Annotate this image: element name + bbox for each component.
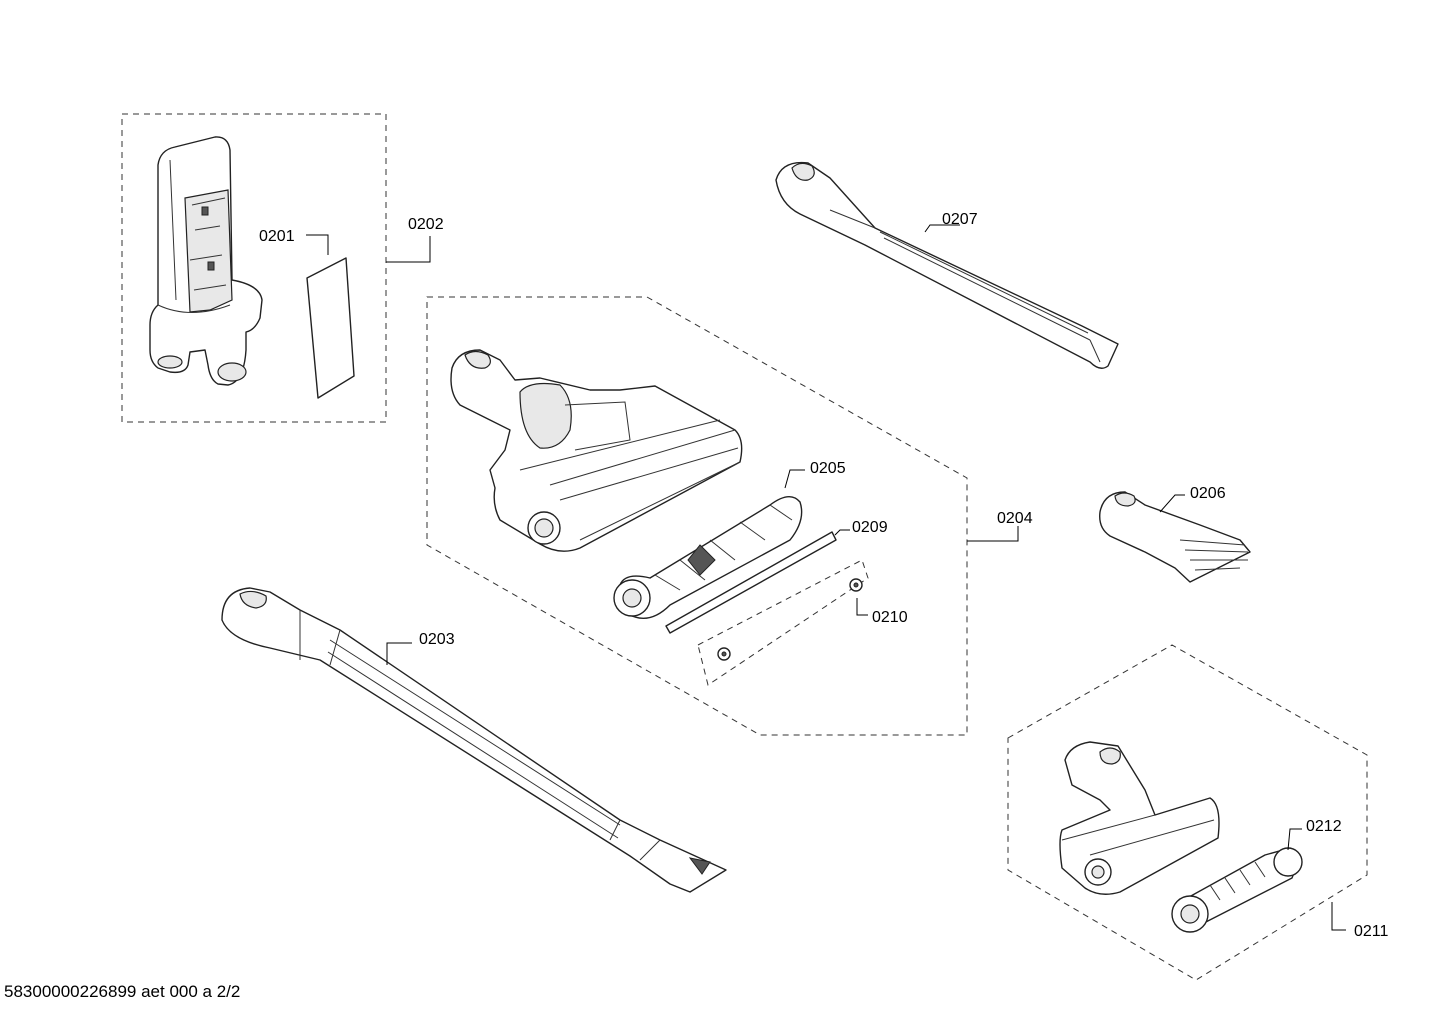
label-0205: 0205 <box>810 460 846 477</box>
label-0211: 0211 <box>1354 923 1389 940</box>
group-0204: 0205 0209 0210 0204 <box>426 296 1033 736</box>
leader-0212 <box>1287 828 1302 851</box>
leader-0210 <box>856 598 868 616</box>
part-0207: 0207 <box>775 161 1119 369</box>
extension-tube-0203-drawing <box>221 587 727 893</box>
group-0211-boundary <box>1007 644 1368 981</box>
leader-0209 <box>834 529 850 536</box>
screw-right-drawing <box>849 578 863 592</box>
part-0206: 0206 <box>1099 485 1251 583</box>
document-id: 58300000226899 aet 000 a 2/2 <box>4 982 241 1001</box>
label-0204: 0204 <box>997 510 1033 527</box>
label-0202: 0202 <box>408 216 444 233</box>
strip-0209-drawing <box>665 531 837 634</box>
adhesive-pad-drawing <box>306 257 355 399</box>
leader-0204 <box>967 526 1019 542</box>
leader-0201 <box>306 234 329 255</box>
screw-left-drawing <box>717 647 731 661</box>
label-0210: 0210 <box>872 609 908 626</box>
group-0204-boundary <box>426 296 968 736</box>
floor-nozzle-drawing <box>450 349 743 552</box>
leader-0203 <box>386 642 412 665</box>
label-0212: 0212 <box>1306 818 1342 835</box>
part-0203: 0203 <box>221 587 727 893</box>
label-0206: 0206 <box>1190 485 1226 502</box>
leader-0206 <box>1159 494 1185 513</box>
label-0201: 0201 <box>259 228 295 245</box>
leader-0207 <box>924 224 960 233</box>
brush-roller-0212-drawing <box>1171 847 1303 933</box>
label-0209: 0209 <box>852 519 888 536</box>
group-0211: 0212 0211 <box>1007 644 1389 981</box>
label-0203: 0203 <box>419 631 455 648</box>
screws-boundary <box>697 559 869 686</box>
group-0202: 0201 0202 <box>121 113 444 423</box>
mini-turbo-brush-drawing <box>1059 741 1220 895</box>
leader-0211 <box>1331 902 1346 931</box>
leader-0205 <box>784 469 805 489</box>
leader-0202 <box>386 236 431 263</box>
wall-bracket-drawing <box>149 136 263 386</box>
extension-tube-0207-drawing <box>775 161 1119 369</box>
label-0207: 0207 <box>942 211 978 228</box>
brush-roller-0205-drawing <box>613 496 803 619</box>
group-0202-boundary <box>121 113 387 423</box>
